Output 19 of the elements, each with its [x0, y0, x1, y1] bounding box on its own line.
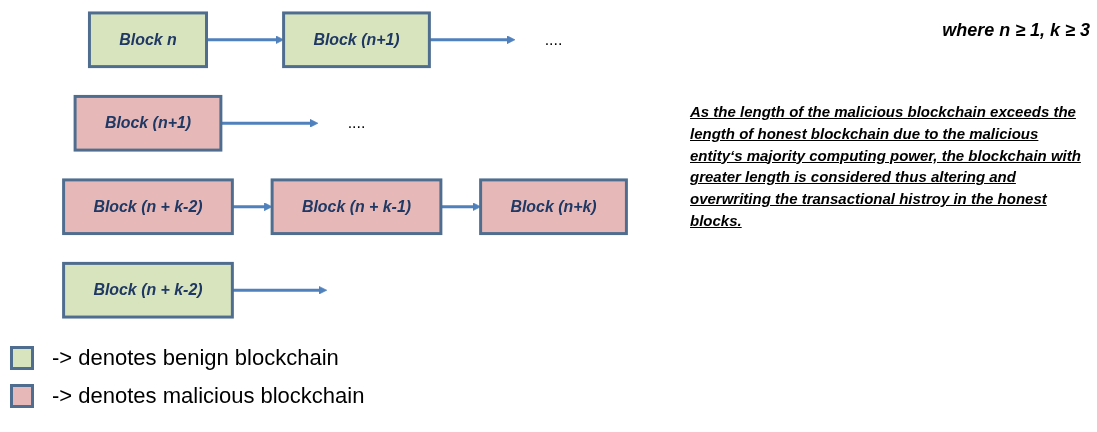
- node-box: Block (n + k-2): [62, 178, 234, 236]
- node-box: Block (n + k-1): [270, 178, 443, 236]
- legend-label: -> denotes malicious blockchain: [52, 383, 365, 409]
- node-box: Block (n + k-2): [62, 261, 234, 319]
- arrow: [429, 35, 516, 45]
- arrow: [232, 285, 328, 295]
- node-box: Block (n+1): [73, 94, 223, 152]
- explanation-note: As the length of the malicious blockchain exceeds the length of honest blockchain due to the malicious entity‘s majority computing power, the blockchain with greater length is considered thus altering and overwriting the transactional histroy in the honest blocks.: [690, 102, 1082, 231]
- node-text: ....: [544, 30, 563, 48]
- arrow: [220, 118, 319, 128]
- node-text: ....: [347, 114, 366, 132]
- node-box: Block n: [87, 11, 208, 69]
- node-box: Block (n+1): [282, 11, 431, 69]
- arrow: [206, 35, 284, 45]
- legend-label: -> denotes benign blockchain: [52, 345, 339, 371]
- arrow: [440, 202, 481, 212]
- arrow: [232, 202, 273, 212]
- condition-note: where n ≥ 1, k ≥ 3: [941, 20, 1090, 41]
- node-box: Block (n+k): [479, 178, 628, 236]
